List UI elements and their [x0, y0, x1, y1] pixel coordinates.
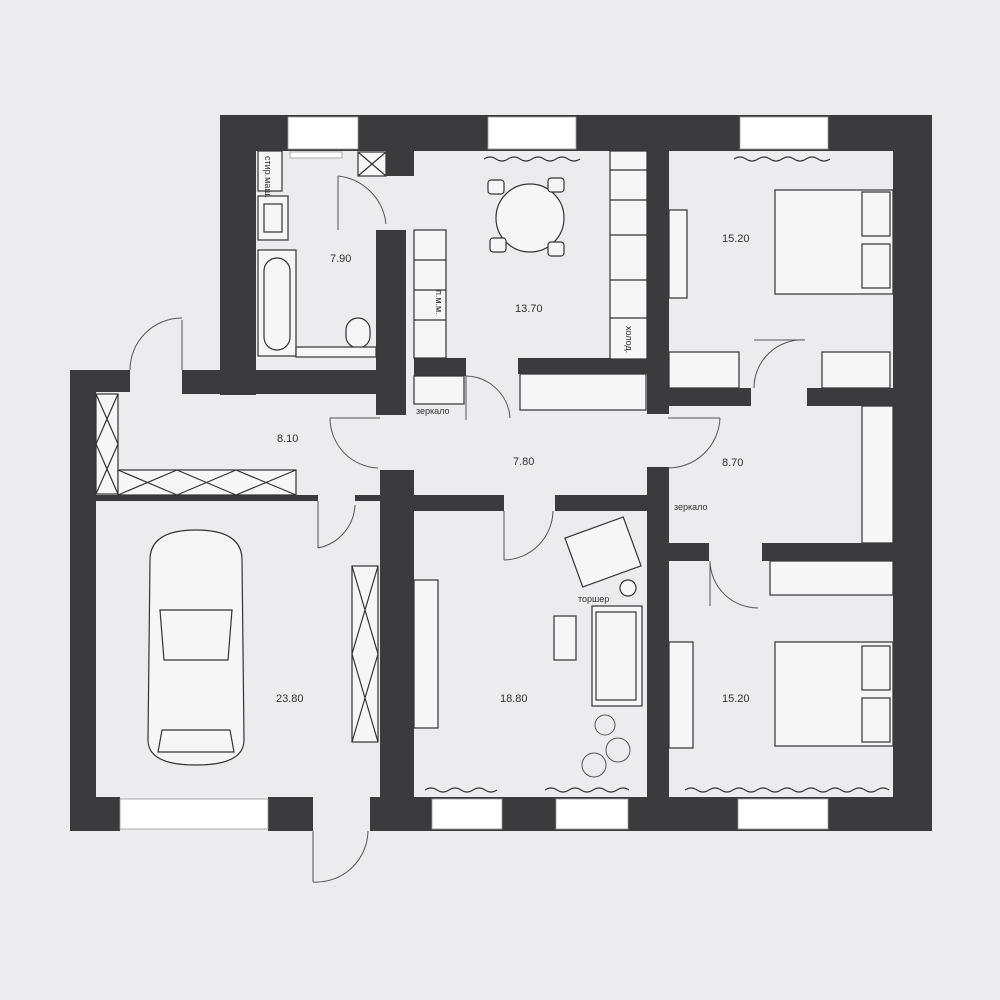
living-furniture [413, 516, 643, 729]
doors [129, 175, 806, 883]
label-floor-lamp: торшер [578, 594, 609, 604]
label-mirror-left: зеркало [416, 406, 450, 416]
area-garage: 23.80 [276, 693, 304, 705]
kitchen-furniture [413, 150, 648, 405]
area-bathroom: 7.90 [330, 253, 351, 265]
plant [581, 714, 631, 778]
bedroom-furniture [668, 189, 894, 749]
label-dishwasher: п.м.м. [434, 290, 444, 315]
area-kitchen: 13.70 [515, 303, 543, 315]
label-fridge: холод. [624, 326, 634, 353]
bathroom-fixtures [257, 150, 387, 358]
label-mirror-right: зеркало [674, 502, 708, 512]
area-entry-hall: 8.10 [277, 433, 298, 445]
area-hall-right: 8.70 [722, 457, 743, 469]
area-corridor: 7.80 [513, 456, 534, 468]
wardrobes [95, 351, 894, 743]
area-bedroom-top: 15.20 [722, 233, 750, 245]
label-washer: стир.маш. [263, 156, 273, 198]
walls [70, 115, 932, 831]
car [147, 529, 245, 766]
area-living: 18.80 [500, 693, 528, 705]
curtains [424, 156, 890, 793]
area-bedroom-bottom: 15.20 [722, 693, 750, 705]
windows [119, 116, 829, 830]
